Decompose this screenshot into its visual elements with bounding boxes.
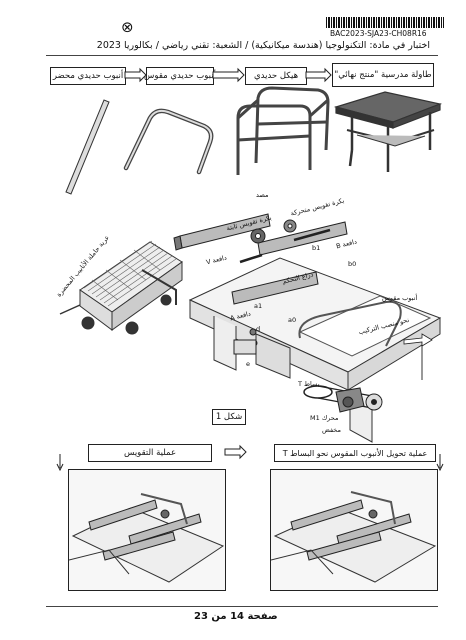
header-divider [46,55,438,56]
label-b0: b0 [348,260,357,268]
pusher-cylinders [173,213,348,305]
figure-caption: شكل 1 [212,409,246,425]
label-d: d [256,325,261,333]
label-belt: بساط T [298,380,320,388]
footer-divider [46,606,438,607]
iron-frame-image [236,86,330,175]
chain-arrow-1 [124,67,147,83]
label-motor: محرك M1 [310,414,339,422]
logo-icon: ⊗ [121,18,134,36]
transfer-panel-drawing [270,491,437,583]
barcode [326,17,444,28]
right-down-arrow [436,454,444,472]
label-e: e [246,360,250,368]
label-tube-arc: أنبوب مقوس [382,294,418,302]
bending-panel-drawing [68,493,225,583]
label-a0: a0 [288,316,297,324]
label-a1: a1 [254,302,263,310]
transfer-title: عملية تحويل الأنبوب المقوس نحو البساط T [274,444,436,462]
chain-arrow-3 [305,67,332,83]
exam-line: اختبار في مادة: التكنولوجيا (هندسة ميكان… [96,40,430,51]
label-b1: b1 [312,244,321,252]
left-down-arrow [56,454,64,472]
belt-and-motor [303,385,383,413]
chain-step-4: طاولة مدرسية "منتج نهائي" [332,63,434,87]
arc-tube [298,300,402,347]
school-table-image [333,91,443,172]
machine-table [188,257,442,443]
straight-tube-image [65,99,110,195]
bending-rollers [250,219,297,244]
chain-arrow-2 [212,67,245,83]
label-reducer: مخفض [322,426,341,434]
bending-panel [68,469,226,591]
label-mdsd: مصد [256,191,269,199]
bending-title: عملية التقويس [88,444,212,462]
control-knobs [233,328,258,355]
document-code: BAC2023-SJA23-CH08R16 [330,29,427,38]
page-number: صفحة 14 من 23 [194,611,278,622]
left-title-arrow [224,444,247,460]
transfer-panel [270,469,438,591]
assembly-arrow [403,333,433,347]
chain-step-3: هيكل حديدي [245,67,307,85]
tube-cart [59,240,183,335]
